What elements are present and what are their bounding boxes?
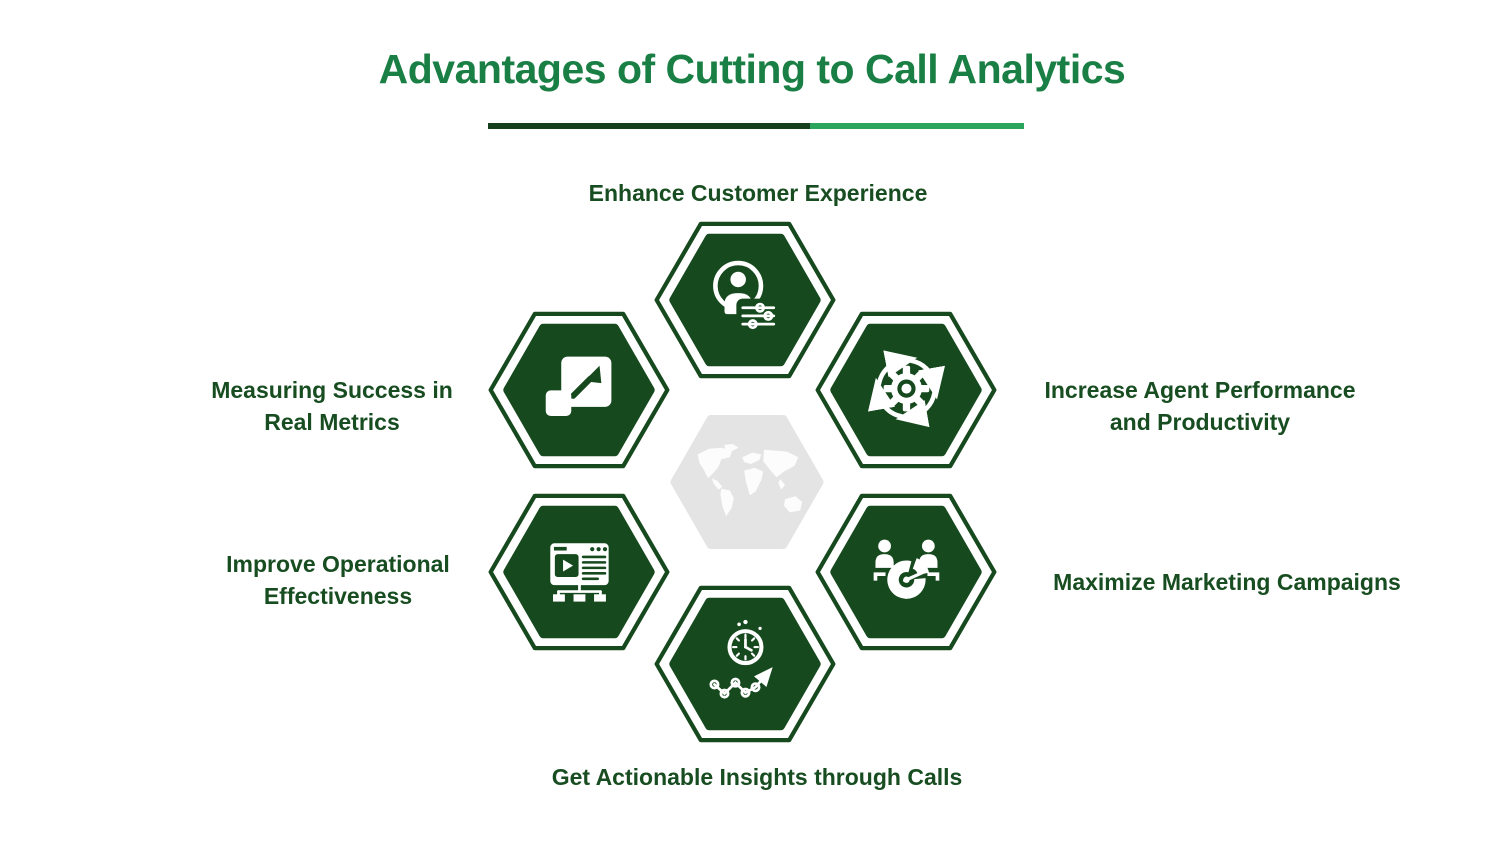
label-customer-experience: Enhance Customer Experience: [588, 180, 928, 206]
label-marketing: Maximize Marketing Campaigns: [1053, 569, 1401, 595]
gear-sync-icon: [867, 350, 946, 428]
people-pie-chart-icon: [873, 539, 940, 599]
divider-dark-segment: [488, 123, 810, 129]
hexagon-operational: [488, 493, 670, 651]
hexagon-success-metrics: [488, 311, 670, 469]
person-settings-icon: [713, 260, 781, 334]
scale-expand-icon: [545, 356, 612, 416]
world-map-icon: [697, 444, 803, 517]
hexagon-customer-experience: [654, 221, 836, 379]
label-insights: Get Actionable Insights through Calls: [551, 764, 963, 790]
label-success-metrics: Measuring Success in Real Metrics: [211, 377, 453, 435]
hexagon-center-world: [670, 415, 824, 549]
divider-light-segment: [810, 123, 1024, 129]
label-operational: Improve Operational Effectiveness: [226, 551, 450, 609]
stopwatch-trend-icon: [709, 619, 773, 699]
hexagon-insights: [654, 585, 836, 743]
media-flowchart-icon: [550, 543, 609, 602]
hexagon-agent-performance: [815, 311, 997, 469]
label-agent-performance: Increase Agent Performance and Productiv…: [1044, 377, 1356, 435]
hexagon-marketing: [815, 493, 997, 651]
title-divider: [488, 123, 1024, 129]
page-title: Advantages of Cutting to Call Analytics: [378, 46, 1126, 92]
